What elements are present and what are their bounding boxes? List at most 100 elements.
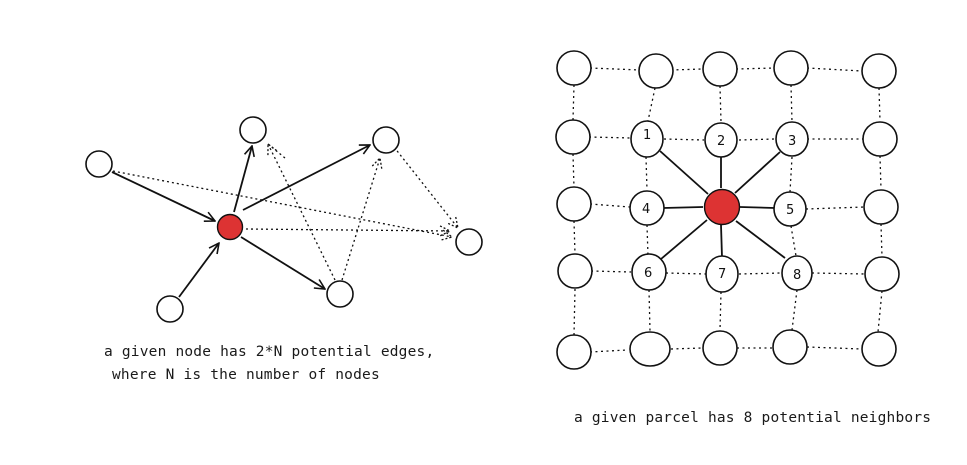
solid-edge <box>178 243 219 298</box>
grid-edge <box>738 138 776 141</box>
left-graph <box>85 116 483 323</box>
grid-edge <box>665 272 707 275</box>
grid-edge <box>880 223 883 258</box>
grid-cell <box>556 334 592 370</box>
grid-edge <box>670 347 703 350</box>
grid-edge <box>790 84 793 123</box>
grid-edge <box>589 203 631 208</box>
grid-edge <box>663 138 705 141</box>
dotted-edge <box>268 144 336 281</box>
neighbor-label: 6 <box>644 266 652 281</box>
node <box>455 228 483 256</box>
grid-cell <box>772 329 808 365</box>
grid-edge <box>789 156 793 193</box>
grid-edge <box>588 136 632 139</box>
neighbor-label: 4 <box>642 202 650 217</box>
grid-cell <box>861 53 897 89</box>
grid-cell <box>629 331 671 367</box>
right-caption: a given parcel has 8 potential neighbors <box>574 410 932 426</box>
left-caption-line2: where N is the number of nodes <box>112 367 380 383</box>
grid-cells <box>555 50 900 370</box>
grid-cell <box>556 186 592 222</box>
neighbor-label: 5 <box>786 203 794 218</box>
dotted-edge <box>341 158 380 281</box>
center-node <box>216 213 244 241</box>
neighbor-edge <box>734 151 781 194</box>
neighbor-edge <box>660 219 708 260</box>
grid-edge <box>572 84 575 121</box>
grid-edge <box>647 87 656 122</box>
grid-dotted-lines <box>572 67 883 353</box>
grid-edge <box>791 289 798 331</box>
neighbor-cell-2: 2 <box>704 122 738 158</box>
grid-edge <box>878 87 881 122</box>
solid-edge <box>240 236 325 289</box>
node <box>85 150 113 178</box>
grid-edge <box>805 206 866 210</box>
neighbor-label: 7 <box>718 267 726 282</box>
neighbor-edge <box>739 206 776 209</box>
neighbor-label: 3 <box>788 134 796 149</box>
grid-edge <box>590 270 632 273</box>
grid-edge <box>645 156 648 191</box>
grid-edge <box>806 346 863 350</box>
grid-edge <box>719 85 722 123</box>
neighbor-cell-4: 4 <box>629 190 665 226</box>
grid-edge <box>879 155 882 190</box>
neighbor-label: 1 <box>643 128 651 143</box>
grid-cell <box>557 253 593 289</box>
left-nodes <box>85 116 483 323</box>
node <box>156 295 184 323</box>
grid-edge <box>790 225 797 257</box>
neighbor-cell-1: 1 <box>630 120 664 158</box>
grid-edge <box>589 349 628 353</box>
grid-cell <box>702 330 738 366</box>
neighbor-edge <box>659 150 709 195</box>
dotted-edge <box>393 146 458 228</box>
grid-edge <box>735 67 776 70</box>
solid-edge <box>111 171 215 221</box>
center-parcel <box>703 188 741 226</box>
grid-edge <box>589 67 641 71</box>
neighbor-cells: 1 2 3 4 5 6 7 <box>629 120 813 293</box>
node <box>239 116 267 144</box>
dotted-edge <box>245 229 450 231</box>
node <box>326 280 354 308</box>
neighbor-solid-edges <box>659 150 786 260</box>
grid-cell <box>773 50 809 86</box>
grid-cell <box>702 51 738 87</box>
neighbor-label: 2 <box>717 134 725 149</box>
neighbor-edge <box>662 206 704 209</box>
right-grid: 1 2 3 4 5 6 7 <box>555 50 900 370</box>
neighbor-label: 8 <box>793 268 801 283</box>
neighbor-edge <box>735 220 786 259</box>
left-solid-edges <box>111 145 370 298</box>
grid-edge <box>573 220 576 255</box>
grid-edge <box>572 153 575 189</box>
neighbor-cell-7: 7 <box>705 255 739 293</box>
grid-edge <box>811 272 867 275</box>
grid-cell <box>864 256 900 292</box>
grid-edge <box>670 68 704 71</box>
grid-edge <box>877 290 883 333</box>
neighbor-edge <box>720 224 723 258</box>
grid-cell <box>862 121 898 157</box>
solid-edge <box>233 146 252 213</box>
grid-cell <box>555 119 591 155</box>
neighbor-cell-8: 8 <box>781 255 813 291</box>
grid-cell <box>861 331 897 367</box>
grid-edge <box>719 291 722 331</box>
grid-edge <box>738 272 782 275</box>
grid-edge <box>806 67 863 72</box>
dotted-edge <box>112 170 452 237</box>
neighbor-cell-3: 3 <box>775 121 809 157</box>
grid-edge <box>646 224 649 257</box>
grid-cell <box>556 50 592 86</box>
grid-edge <box>648 289 651 332</box>
left-caption-line1: a given node has 2*N potential edges, <box>104 344 435 360</box>
grid-edge <box>573 288 576 336</box>
node <box>372 126 400 154</box>
left-dotted-edges <box>112 144 458 281</box>
grid-cell <box>863 189 899 225</box>
